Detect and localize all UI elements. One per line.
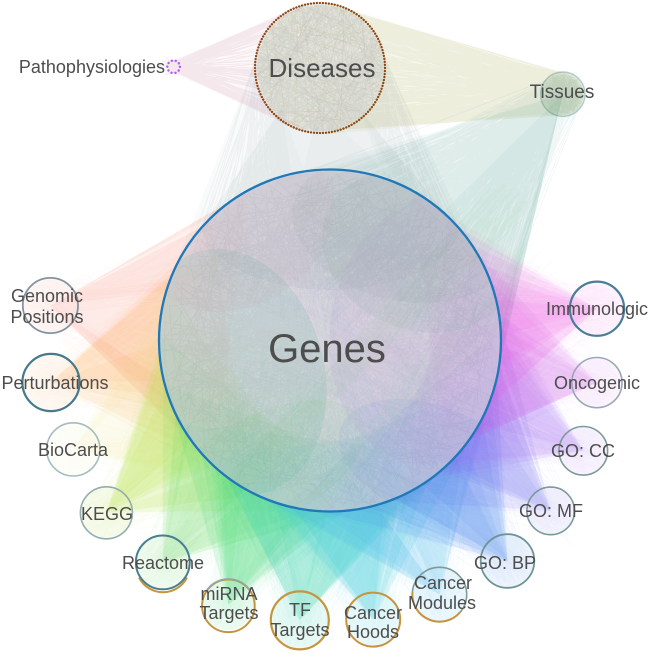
- svg-text:Diseases: Diseases: [269, 53, 376, 83]
- svg-text:Cancer: Cancer: [344, 603, 402, 623]
- svg-text:Genomic: Genomic: [11, 286, 83, 306]
- svg-text:BioCarta: BioCarta: [38, 440, 109, 460]
- svg-text:miRNA: miRNA: [201, 584, 258, 604]
- svg-text:Immunologic: Immunologic: [546, 299, 648, 319]
- svg-text:GO: MF: GO: MF: [519, 501, 583, 521]
- svg-text:Oncogenic: Oncogenic: [554, 373, 640, 393]
- svg-text:TF: TF: [289, 600, 311, 620]
- svg-text:Positions: Positions: [10, 307, 83, 327]
- svg-text:Tissues: Tissues: [530, 82, 595, 103]
- svg-text:Cancer: Cancer: [414, 573, 472, 593]
- svg-text:GO: CC: GO: CC: [551, 441, 615, 461]
- svg-text:Targets: Targets: [270, 620, 329, 640]
- svg-text:GO: BP: GO: BP: [474, 553, 536, 573]
- svg-text:Hoods: Hoods: [347, 622, 399, 642]
- svg-text:KEGG: KEGG: [81, 504, 133, 524]
- svg-text:Modules: Modules: [408, 593, 476, 613]
- svg-text:Targets: Targets: [199, 603, 258, 623]
- svg-text:Reactome: Reactome: [122, 553, 204, 573]
- svg-text:Genes: Genes: [268, 327, 386, 371]
- svg-text:Perturbations: Perturbations: [1, 373, 108, 393]
- svg-text:Pathophysiologies: Pathophysiologies: [19, 57, 165, 77]
